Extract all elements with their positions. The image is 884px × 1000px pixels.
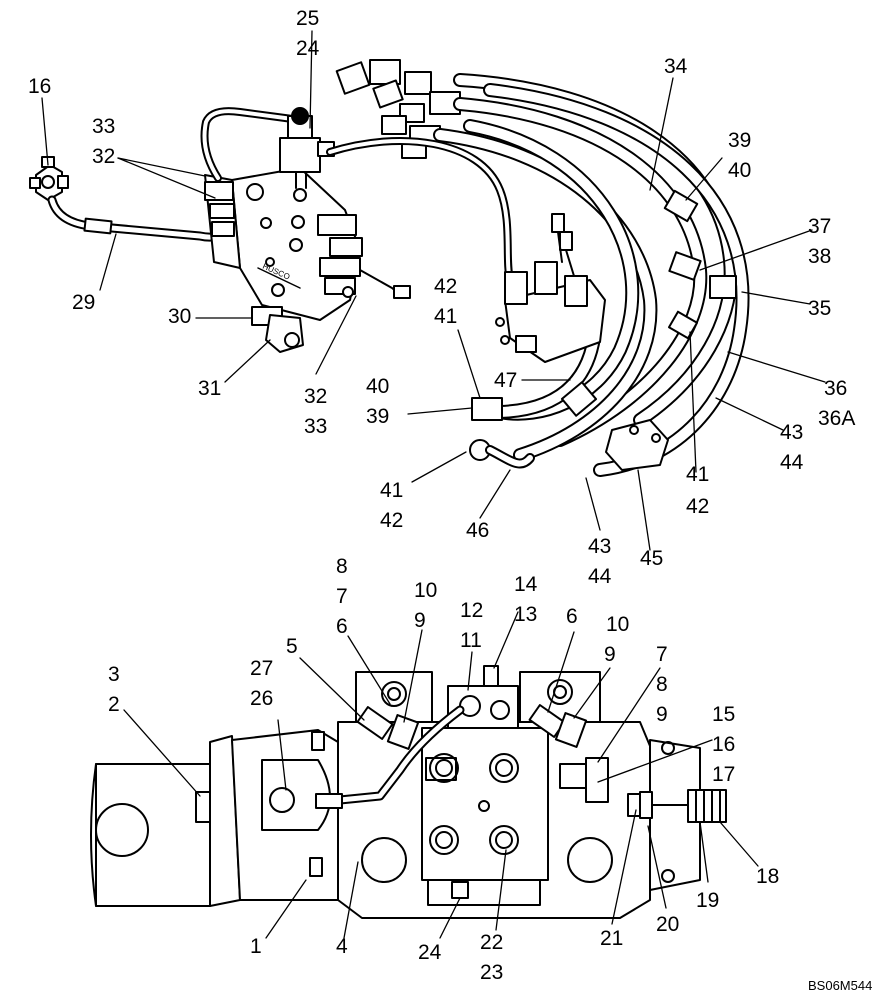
callout-43-lower: 43 (588, 535, 612, 558)
callout-46: 46 (466, 519, 490, 542)
callout-21: 21 (600, 927, 624, 950)
callout-34: 34 (664, 55, 688, 78)
tee-fitting (29, 156, 69, 201)
callout-24-lower: 24 (418, 941, 442, 964)
callout-42-upper: 42 (434, 275, 458, 298)
callout-29: 29 (72, 291, 96, 314)
callout-45: 45 (640, 547, 664, 570)
callout-42-lower: 42 (380, 509, 404, 532)
callout-4: 4 (336, 935, 348, 958)
callout-33-lower: 33 (304, 415, 328, 438)
callout-42-right: 42 (686, 495, 710, 518)
callout-11: 11 (460, 629, 482, 652)
callout-43-right: 43 (780, 421, 804, 444)
callout-7-left: 7 (336, 585, 348, 608)
pilot-valve-assembly: HUSCO (29, 107, 411, 353)
callout-7-right: 8 (656, 673, 668, 696)
image-code: BS06M544 (808, 978, 873, 993)
callout-47: 47 (494, 369, 518, 392)
callout-33-upper: 33 (92, 115, 116, 138)
callout-39-right: 39 (728, 129, 752, 152)
callout-41-right: 41 (686, 463, 710, 486)
callout-5-right: 6 (566, 605, 578, 628)
callout-12: 12 (460, 599, 484, 622)
hose-bundle (326, 59, 750, 477)
callout-13: 13 (514, 603, 538, 626)
callout-23: 23 (480, 961, 504, 984)
callout-40-left: 40 (366, 375, 390, 398)
callout-44-lower: 44 (588, 565, 612, 588)
callout-36: 36 (824, 377, 848, 400)
callout-25: 25 (296, 7, 320, 30)
callout-16: 16 (712, 733, 736, 756)
callout-41-lower: 41 (380, 479, 404, 502)
callout-39-left: 39 (366, 405, 390, 428)
callout-8-right: 9 (656, 703, 668, 726)
callout-32-upper: 32 (92, 145, 116, 168)
callout-26: 26 (250, 687, 274, 710)
callout-9-left: 9 (414, 609, 426, 632)
callout-30: 30 (168, 305, 192, 328)
callout-22: 22 (480, 931, 504, 954)
callout-9-right: 9 (604, 643, 616, 666)
solenoid-manifold (495, 213, 606, 363)
control-valve-body: HUSCO (204, 167, 411, 353)
pressure-switch (279, 107, 335, 189)
callout-40-right: 40 (728, 159, 752, 182)
callout-37: 37 (808, 215, 832, 238)
callout-44-right: 44 (780, 451, 804, 474)
callout-10-right: 10 (606, 613, 630, 636)
leader-lines (41, 30, 826, 939)
callout-38: 38 (808, 245, 832, 268)
callout-32-lower: 32 (304, 385, 328, 408)
callout-41-upper: 41 (434, 305, 458, 328)
callout-5-left: 5 (286, 635, 298, 658)
callout-31: 31 (198, 377, 222, 400)
callout-8-left: 8 (336, 555, 348, 578)
callout-15: 15 (712, 703, 736, 726)
callout-10-left: 10 (414, 579, 438, 602)
callout-3: 3 (108, 663, 120, 686)
callout-6-right: 7 (656, 643, 668, 666)
callout-14: 14 (514, 573, 538, 596)
main-valve-assembly (90, 665, 727, 919)
callout-35: 35 (808, 297, 832, 320)
callout-36A: 36A (818, 407, 856, 430)
callout-1: 1 (250, 935, 262, 958)
callout-2: 2 (108, 693, 120, 716)
callout-6-left: 6 (336, 615, 348, 638)
callout-27: 27 (250, 657, 274, 680)
callout-17: 17 (712, 763, 736, 786)
callout-19: 19 (696, 889, 720, 912)
callout-18: 18 (756, 865, 780, 888)
callout-28: 16 (28, 75, 52, 98)
callout-24-upper: 24 (296, 37, 320, 60)
callout-20: 20 (656, 913, 680, 936)
